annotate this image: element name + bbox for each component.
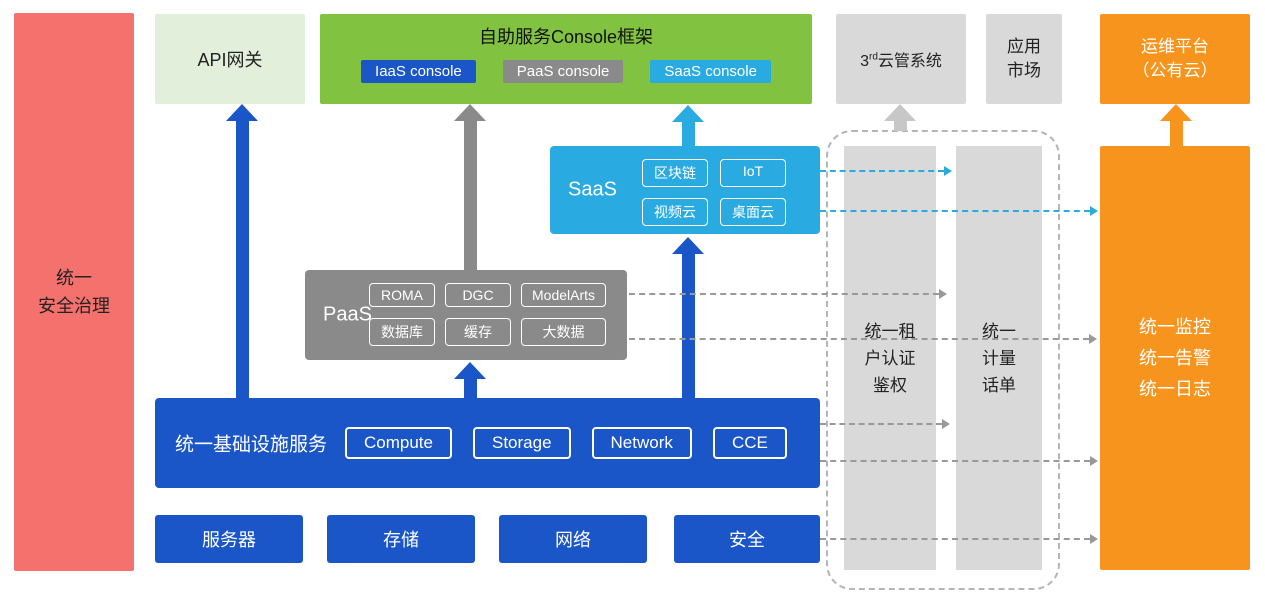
hw-server-box: 服务器 xyxy=(155,515,303,563)
paas-service-roma: ROMA xyxy=(369,283,435,307)
iaas-service-cce: CCE xyxy=(712,427,787,459)
dash-arrowhead xyxy=(939,289,947,299)
dash-arrowhead xyxy=(1090,206,1098,216)
arrow-head xyxy=(454,362,486,379)
security-governance-label: 统一 安全治理 xyxy=(38,264,110,320)
api-gateway-box: API网关 xyxy=(155,14,305,104)
security-line2: 安全治理 xyxy=(38,296,110,316)
dash-body xyxy=(820,538,1090,540)
arrow-head xyxy=(1160,104,1192,121)
dash-arrowhead xyxy=(944,166,952,176)
monitoring-label: 统一监控 统一告警 统一日志 xyxy=(1139,316,1211,399)
app-market-box: 应用 市场 xyxy=(986,14,1062,104)
saas-label: SaaS xyxy=(568,178,617,201)
security-line1: 统一 xyxy=(56,268,92,288)
arrow-body xyxy=(681,254,695,398)
dash-body xyxy=(820,460,1090,462)
security-governance-bar: 统一 安全治理 xyxy=(14,13,134,571)
dashline-saas-to-billing xyxy=(820,166,952,176)
paas-service-bigdata: 大数据 xyxy=(521,318,607,346)
saas-service-desktop-cloud: 桌面云 xyxy=(720,198,786,226)
console-chip-row: IaaS console PaaS console SaaS console xyxy=(320,60,812,83)
dashline-iaas-to-billing xyxy=(820,419,950,429)
arrow-body xyxy=(681,122,695,146)
saas-services: 区块链 IoT 视频云 桌面云 xyxy=(642,159,786,226)
metering-billing-bar: 统一 计量 话单 xyxy=(956,146,1042,570)
iaas-service-storage: Storage xyxy=(472,427,571,459)
hw-security-box: 安全 xyxy=(674,515,820,563)
om-platform-label: 运维平台 （公有云） xyxy=(1132,37,1218,80)
arrow-head xyxy=(672,105,704,122)
arrow-body xyxy=(1169,121,1183,146)
iaas-service-compute: Compute xyxy=(345,427,452,459)
hw-network-box: 网络 xyxy=(499,515,647,563)
dash-body xyxy=(820,170,944,172)
dashline-iaas-to-monitor xyxy=(820,456,1098,466)
saas-service-video-cloud: 视频云 xyxy=(642,198,708,226)
paas-service-dgc: DGC xyxy=(445,283,511,307)
iaas-services: Compute Storage Network CCE xyxy=(345,427,787,459)
dashline-saas-to-monitor xyxy=(820,206,1098,216)
arrow-saas-to-console xyxy=(672,105,704,146)
dashline-paas-to-monitor xyxy=(629,334,1097,344)
console-framework-box: 自助服务Console框架 IaaS console PaaS console … xyxy=(320,14,812,104)
dashline-hardware-to-monitor xyxy=(820,534,1098,544)
dash-arrowhead xyxy=(1089,334,1097,344)
arrow-body xyxy=(463,121,477,270)
paas-box: PaaS ROMA DGC ModelArts 数据库 缓存 大数据 xyxy=(305,270,627,360)
dash-body xyxy=(629,293,939,295)
arrow-head xyxy=(226,104,258,121)
paas-services: ROMA DGC ModelArts 数据库 缓存 大数据 xyxy=(369,283,607,346)
dash-arrowhead xyxy=(1090,534,1098,544)
api-gateway-label: API网关 xyxy=(197,50,263,70)
console-framework-title: 自助服务Console框架 xyxy=(478,27,654,47)
arrow-iaas-to-api-gateway xyxy=(226,104,258,398)
arrow-monitor-to-om-platform xyxy=(1160,104,1192,146)
third-party-cloud-mgmt-box: 3rd云管系统 xyxy=(836,14,966,104)
metering-billing-label: 统一 计量 话单 xyxy=(982,321,1016,395)
dash-arrowhead xyxy=(942,419,950,429)
tenant-auth-bar: 统一租 户认证 鉴权 xyxy=(844,146,936,570)
iaas-console-chip: IaaS console xyxy=(361,60,476,83)
dashline-paas-to-billing xyxy=(629,289,947,299)
dash-arrowhead xyxy=(1090,456,1098,466)
saas-console-chip: SaaS console xyxy=(650,60,771,83)
tenant-services-frame xyxy=(826,130,1060,590)
arrow-iaas-to-saas xyxy=(672,237,704,398)
saas-box: SaaS 区块链 IoT 视频云 桌面云 xyxy=(550,146,820,234)
arrow-head xyxy=(454,104,486,121)
arrow-iaas-to-paas xyxy=(454,362,486,398)
arrow-body xyxy=(463,379,477,398)
paas-console-chip: PaaS console xyxy=(502,60,624,83)
app-market-label: 应用 市场 xyxy=(1007,37,1041,80)
arrow-body xyxy=(235,121,249,398)
arrow-head xyxy=(884,104,916,121)
om-platform-box: 运维平台 （公有云） xyxy=(1100,14,1250,104)
dash-body xyxy=(820,210,1090,212)
iaas-label: 统一基础设施服务 xyxy=(175,434,328,456)
tenant-auth-label: 统一租 户认证 鉴权 xyxy=(864,321,916,395)
arrow-frame-to-third-party xyxy=(884,104,916,131)
saas-service-iot: IoT xyxy=(720,159,786,187)
third-party-label: 3rd云管系统 xyxy=(860,51,942,70)
paas-label: PaaS xyxy=(323,303,372,326)
iaas-service-network: Network xyxy=(591,427,692,459)
paas-service-database: 数据库 xyxy=(369,318,435,346)
paas-service-modelarts: ModelArts xyxy=(521,283,607,307)
monitoring-bar: 统一监控 统一告警 统一日志 xyxy=(1100,146,1250,570)
iaas-box: 统一基础设施服务 Compute Storage Network CCE xyxy=(155,398,820,488)
hw-storage-box: 存储 xyxy=(327,515,475,563)
dash-body xyxy=(820,423,942,425)
paas-service-cache: 缓存 xyxy=(445,318,511,346)
arrow-body xyxy=(893,121,907,131)
arrow-head xyxy=(672,237,704,254)
dash-body xyxy=(629,338,1089,340)
saas-service-blockchain: 区块链 xyxy=(642,159,708,187)
arrow-paas-to-console xyxy=(454,104,486,270)
